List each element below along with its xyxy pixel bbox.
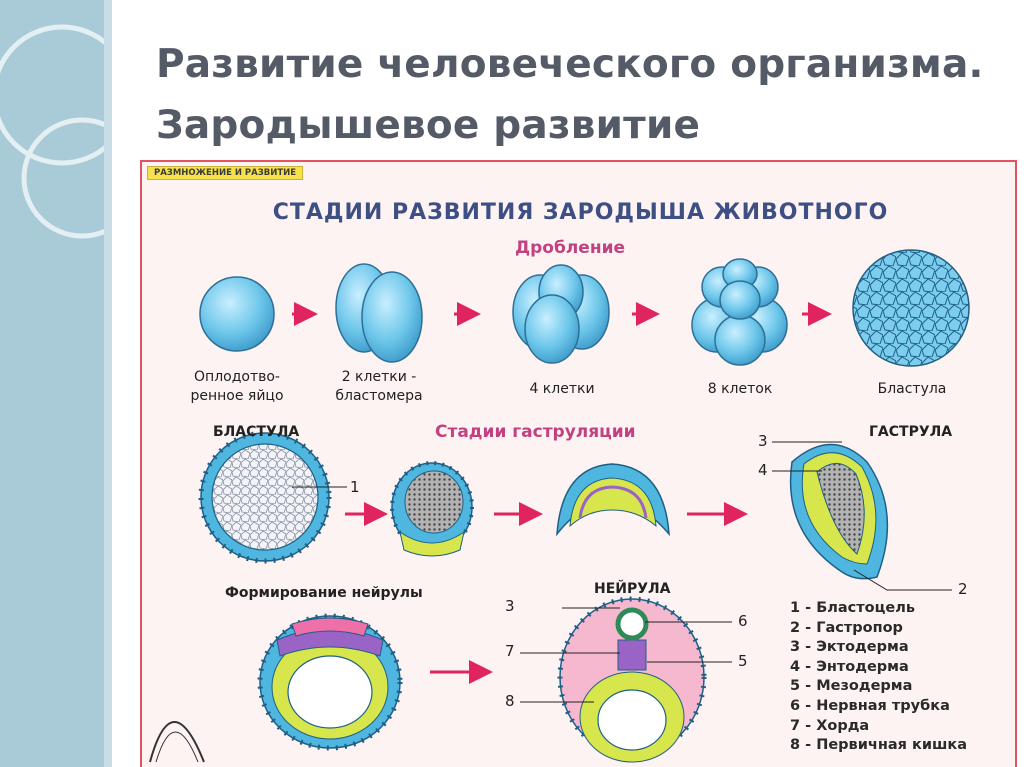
stage-blastula-sphere bbox=[852, 249, 970, 367]
label-8-cells: 8 клеток bbox=[707, 381, 773, 397]
callout-5: 5 bbox=[738, 652, 748, 670]
category-tag: РАЗМНОЖЕНИЕ И РАЗВИТИЕ bbox=[147, 166, 304, 180]
callout-6: 6 bbox=[738, 612, 748, 630]
callout-1: 1 bbox=[350, 478, 360, 496]
neurula-formation-title: Формирование нейрулы bbox=[225, 585, 423, 601]
stage-zygote bbox=[199, 276, 275, 352]
gastrula-late bbox=[772, 441, 952, 591]
neurula-formation bbox=[257, 613, 403, 751]
legend-item: 6 - Нервная трубка bbox=[790, 697, 950, 714]
diagram-illustration bbox=[149, 249, 970, 763]
side-decor-panel bbox=[0, 0, 112, 767]
stage-2-cells bbox=[335, 263, 423, 363]
legend-item: 8 - Первичная кишка bbox=[790, 737, 968, 754]
legend: 1 - Бластоцель 2 - Гастропор 3 - Эктодер… bbox=[790, 599, 967, 756]
label-zygote: Оплодотво- ренное яйцо bbox=[190, 369, 284, 404]
label-2-cells: 2 клетки - бластомера bbox=[335, 369, 423, 404]
corner-logo bbox=[149, 721, 205, 763]
blastula-section bbox=[198, 430, 347, 564]
label-gastrula: ГАСТРУЛА bbox=[869, 424, 953, 440]
legend-item: 7 - Хорда bbox=[790, 717, 870, 734]
callout-3-gastrula: 3 bbox=[758, 432, 768, 450]
callout-3-neurula: 3 bbox=[505, 597, 515, 615]
callout-2: 2 bbox=[958, 580, 968, 598]
label-blastula: Бластула bbox=[877, 381, 947, 397]
label-blastula-section: БЛАСТУЛА bbox=[213, 424, 300, 440]
callout-8: 8 bbox=[505, 692, 515, 710]
callout-7: 7 bbox=[505, 642, 515, 660]
gastrula-early bbox=[390, 461, 474, 557]
poster-heading: СТАДИИ РАЗВИТИЯ ЗАРОДЫША ЖИВОТНОГО bbox=[272, 200, 889, 225]
label-neurula: НЕЙРУЛА bbox=[594, 581, 671, 597]
legend-item: 5 - Мезодерма bbox=[790, 678, 913, 695]
gastrula-mid bbox=[556, 463, 670, 537]
legend-item: 1 - Бластоцель bbox=[790, 600, 915, 616]
legend-item: 3 - Эктодерма bbox=[790, 639, 909, 656]
legend-item: 4 - Энтодерма bbox=[790, 658, 909, 675]
neurula-section bbox=[520, 596, 732, 763]
legend-item: 2 - Гастропор bbox=[790, 619, 903, 636]
stage-8-cells bbox=[691, 258, 788, 366]
stage-4-cells bbox=[512, 264, 610, 364]
decor-circles bbox=[0, 24, 112, 239]
slide-title: Развитие человеческого организма. Зароды… bbox=[156, 42, 984, 148]
side-stripe bbox=[104, 0, 112, 767]
poster: РАЗМНОЖЕНИЕ И РАЗВИТИЕ СТАДИИ РАЗВИТИЯ З… bbox=[140, 160, 1017, 767]
callout-4: 4 bbox=[758, 461, 768, 479]
label-4-cells: 4 клетки bbox=[529, 381, 595, 397]
cleavage-title: Дробление bbox=[515, 238, 626, 258]
gastrulation-title: Стадии гаструляции bbox=[435, 422, 636, 442]
